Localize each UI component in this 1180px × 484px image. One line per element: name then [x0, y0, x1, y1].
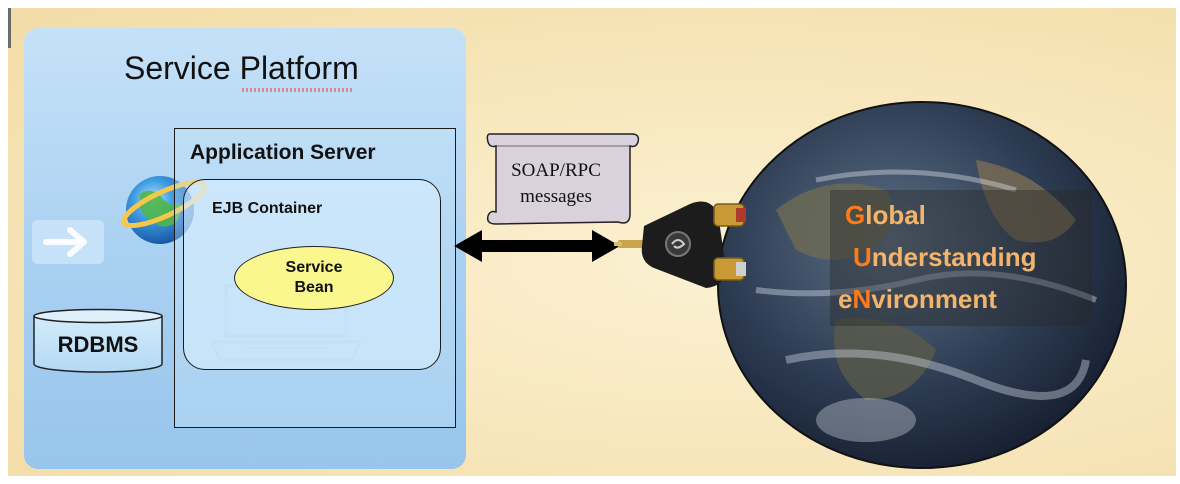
double-arrow-icon — [454, 230, 620, 262]
rdbms-label: RDBMS — [57, 332, 139, 357]
gun-line-understanding: Understanding — [853, 242, 1036, 273]
gun-line-environment: eNvironment — [838, 284, 997, 315]
service-bean-line2: Bean — [294, 279, 334, 296]
service-platform-title: Service Platform — [124, 50, 359, 86]
gun-rest-understanding: nderstanding — [871, 242, 1037, 272]
service-bean: Service Bean — [234, 246, 394, 310]
service-bean-line1: Service — [285, 259, 343, 276]
soap-rpc-label: SOAP/RPC messages — [488, 158, 624, 210]
soap-rpc-line1: SOAP/RPC — [511, 160, 601, 181]
application-server-title: Application Server — [190, 141, 376, 164]
soap-rpc-line2: messages — [520, 186, 592, 207]
scroll-icon — [486, 133, 640, 225]
earth-icon — [717, 101, 1127, 469]
gun-cap-g: G — [845, 200, 866, 230]
audio-connector-icon — [614, 201, 746, 288]
gun-line-global: Global — [845, 200, 926, 231]
database-icon — [33, 308, 163, 373]
gun-rest-global: lobal — [865, 200, 926, 230]
gun-cap-n: N — [852, 284, 872, 314]
spellcheck-underline — [240, 88, 352, 92]
slide-edge-rule — [8, 8, 11, 48]
arrow-icon — [32, 220, 104, 264]
gun-text-panel — [830, 190, 1092, 326]
gun-rest-environment: vironment — [871, 284, 997, 314]
gun-cap-u: U — [853, 242, 872, 272]
gun-pre-environment: e — [838, 284, 853, 314]
ejb-container-title: EJB Container — [212, 200, 323, 217]
